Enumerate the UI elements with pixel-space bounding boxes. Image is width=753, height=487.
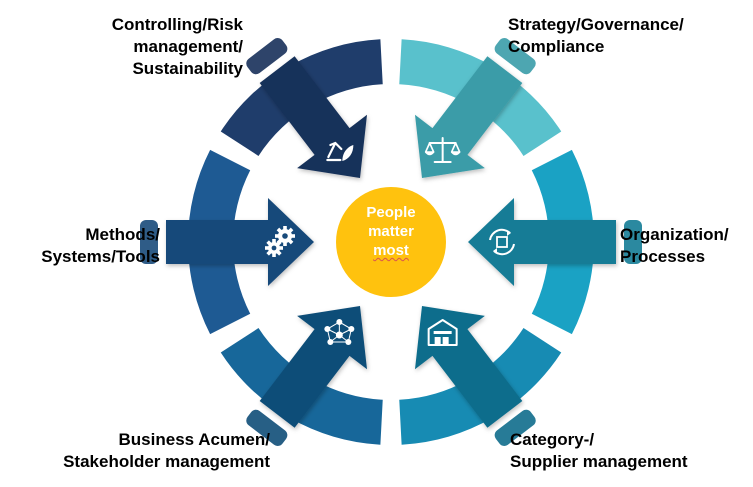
- recycle-leaf-icon: [326, 141, 354, 162]
- label-line: Systems/Tools: [41, 247, 160, 266]
- label-controlling: Controlling/Risk management/ Sustainabil…: [112, 14, 243, 80]
- label-category: Category-/ Supplier management: [510, 429, 688, 473]
- gears-icon: [265, 226, 295, 257]
- arrow-category: [414, 306, 523, 428]
- arrow-tail-category: [494, 409, 536, 446]
- label-line: Stakeholder management: [63, 452, 270, 471]
- arrow-methods: [166, 198, 314, 286]
- warehouse-icon: [427, 319, 458, 347]
- label-line: Sustainability: [132, 59, 243, 78]
- label-line: Strategy/Governance/: [508, 15, 684, 34]
- label-line: Controlling/Risk: [111, 15, 243, 34]
- label-business: Business Acumen/ Stakeholder management: [63, 429, 270, 473]
- label-line: Methods/: [85, 225, 160, 244]
- arrow-tail-controlling: [246, 38, 288, 75]
- label-line: management/: [133, 37, 243, 56]
- label-line: Supplier management: [510, 452, 688, 471]
- process-cycle-icon: [489, 228, 515, 256]
- label-methods: Methods/ Systems/Tools: [41, 224, 160, 268]
- center-circle: [336, 187, 446, 297]
- icon-layer: [265, 136, 515, 347]
- center-line: matter: [368, 223, 414, 240]
- center-label: People matter most: [336, 203, 446, 260]
- label-line: Organization/: [620, 225, 729, 244]
- label-organization: Organization/ Processes: [620, 224, 729, 268]
- arrow-tail-business: [246, 409, 288, 446]
- scales-icon: [424, 136, 461, 163]
- network-people-icon: [324, 319, 355, 346]
- label-strategy: Strategy/Governance/ Compliance: [508, 14, 684, 58]
- center-line: People: [366, 204, 416, 221]
- label-line: Business Acumen/: [118, 430, 270, 449]
- label-line: Category-/: [510, 430, 595, 449]
- arrow-organization: [468, 198, 616, 286]
- arrow-tail-strategy: [494, 38, 536, 75]
- center-line: most: [373, 242, 409, 259]
- arrow-tail-organization: [624, 220, 642, 264]
- arrow-tail-methods: [140, 220, 158, 264]
- label-line: Processes: [620, 247, 706, 266]
- label-line: Compliance: [508, 37, 605, 56]
